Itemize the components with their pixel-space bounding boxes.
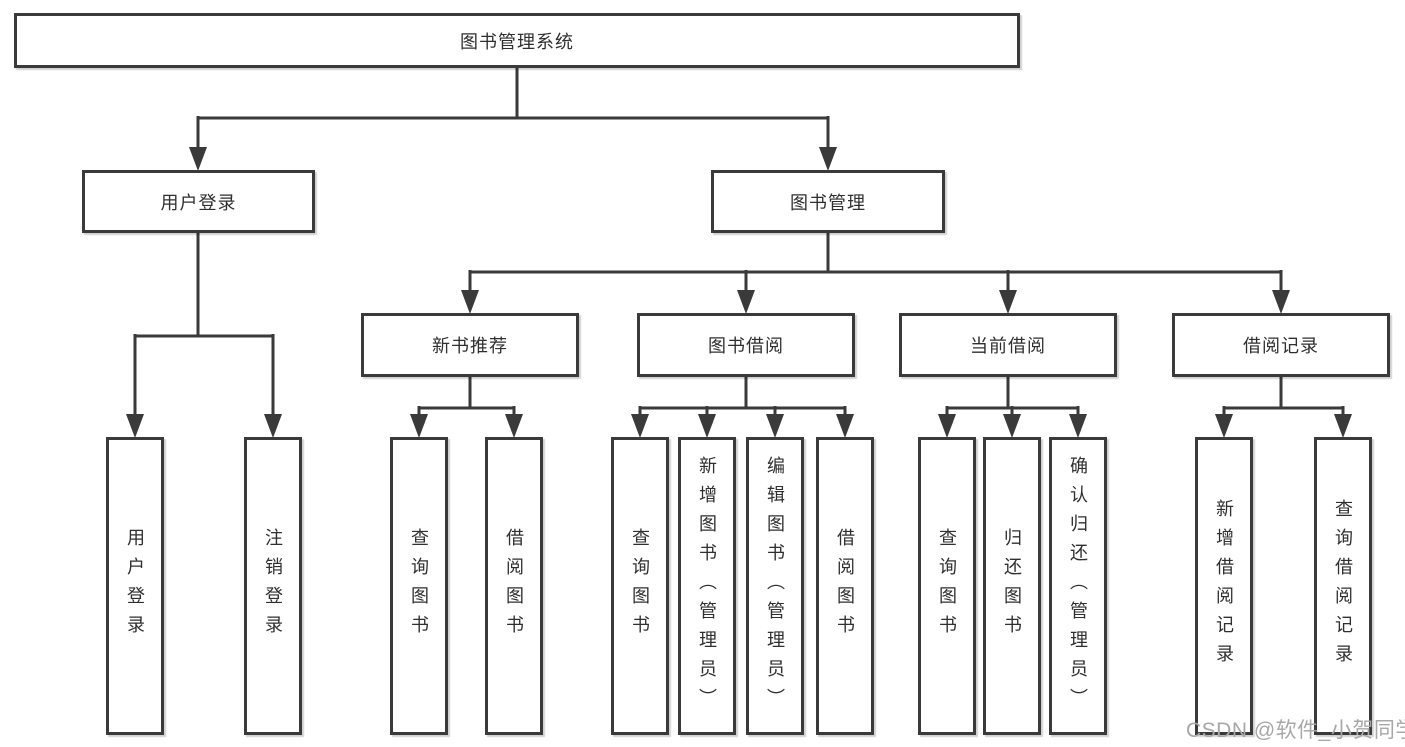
leaf-query-borrow-record: 查询借阅记录 [1314,437,1372,735]
node-label: 借阅图书 [504,528,524,644]
node-root-library-system: 图书管理系统 [14,13,1020,68]
node-label: 图书管理系统 [460,31,574,52]
node-user-login: 用户登录 [82,170,315,233]
arrowhead-icon [631,414,649,438]
arrowhead-icon [999,290,1017,314]
connector-current-to-leaves [938,375,1087,438]
node-book-management: 图书管理 [711,170,945,233]
arrowhead-icon [1069,414,1087,438]
node-label: 注销登录 [263,528,283,644]
connector-recommend-to-leaves [410,375,523,438]
arrowhead-icon [819,147,837,171]
leaf-query-books-recommend: 查询图书 [390,437,448,735]
node-new-book-recommend: 新书推荐 [361,313,579,377]
connector-records-to-leaves [1215,375,1352,438]
connector-root-to-level2 [189,66,837,171]
node-borrow-records: 借阅记录 [1172,313,1390,377]
node-label: 新增图书（管理员） [697,455,717,717]
node-book-borrow: 图书借阅 [637,313,855,377]
node-label: 查询图书 [409,528,429,644]
arrowhead-icon [126,414,144,438]
leaf-borrow-book-recommend: 借阅图书 [485,437,543,735]
node-label: 查询图书 [937,528,957,644]
leaf-confirm-return-admin: 确认归还（管理员） [1049,437,1107,735]
arrowhead-icon [737,290,755,314]
connector-userlogin-to-leaves [126,231,282,438]
node-label: 用户登录 [160,192,237,213]
arrowhead-icon [1215,414,1233,438]
arrowhead-icon [505,414,523,438]
connector-bookmgmt-to-level3 [461,231,1290,314]
leaf-add-book-admin: 新增图书（管理员） [678,437,736,735]
node-current-borrow: 当前借阅 [899,313,1117,377]
arrowhead-icon [938,414,956,438]
arrowhead-icon [836,414,854,438]
arrowhead-icon [189,147,207,171]
arrowhead-icon [1334,414,1352,438]
node-label: 借阅图书 [835,528,855,644]
node-label: 归还图书 [1002,528,1022,644]
leaf-logout-login: 注销登录 [244,437,302,735]
leaf-add-borrow-record: 新增借阅记录 [1195,437,1253,735]
node-label: 用户登录 [125,528,145,644]
node-label: 新书推荐 [432,336,508,356]
arrowhead-icon [264,414,282,438]
arrowhead-icon [1003,414,1021,438]
leaf-query-books-current: 查询图书 [918,437,976,735]
node-label: 新增借阅记录 [1214,499,1234,673]
node-label: 图书借阅 [708,336,784,356]
arrowhead-icon [1272,290,1290,314]
leaf-edit-book-admin: 编辑图书（管理员） [746,437,804,735]
leaf-query-books-borrow: 查询图书 [611,437,669,735]
leaf-return-book: 归还图书 [983,437,1041,735]
leaf-borrow-book-borrow: 借阅图书 [816,437,874,735]
connector-bookborrow-to-leaves [631,375,854,438]
node-label: 查询借阅记录 [1333,499,1353,673]
node-label: 图书管理 [790,192,866,213]
node-label: 当前借阅 [970,336,1046,356]
watermark: CSDN @软件_小贺同学 [1186,719,1405,742]
arrowhead-icon [410,414,428,438]
arrowhead-icon [461,290,479,314]
node-label: 编辑图书（管理员） [765,455,785,717]
node-label: 查询图书 [630,528,650,644]
arrowhead-icon [698,414,716,438]
leaf-user-login: 用户登录 [106,437,164,735]
arrowhead-icon [766,414,784,438]
node-label: 借阅记录 [1243,336,1319,356]
node-label: 确认归还（管理员） [1068,455,1088,717]
